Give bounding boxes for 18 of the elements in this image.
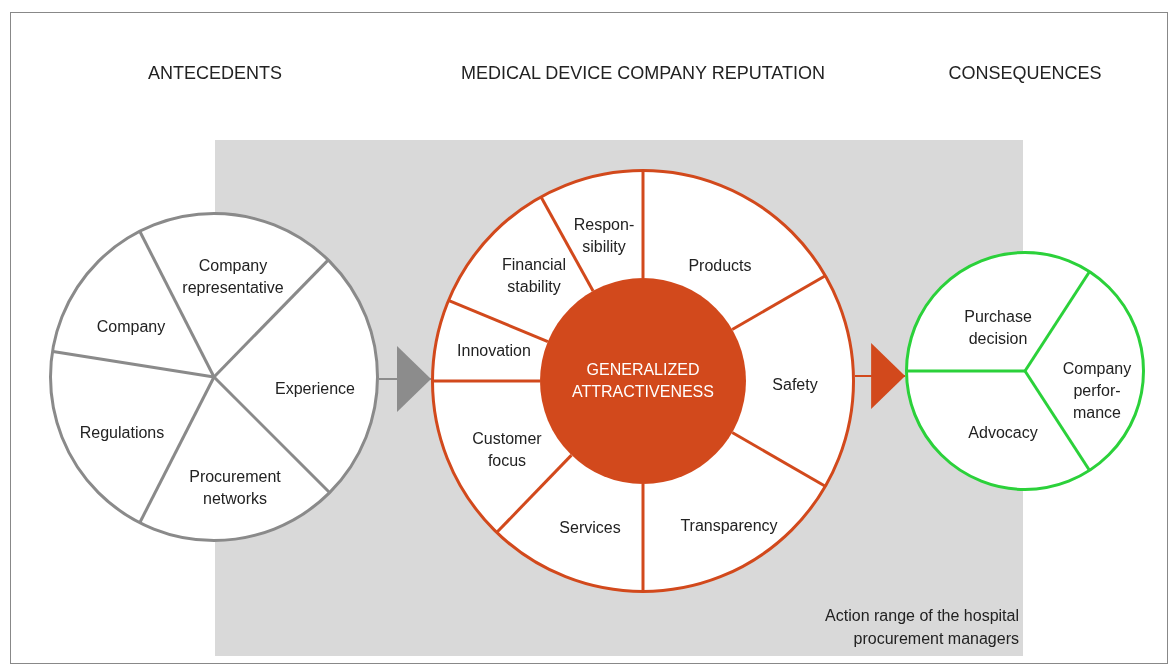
column-heading: MEDICAL DEVICE COMPANY REPUTATION [460, 63, 826, 84]
segment-label: Procurement networks [170, 466, 300, 510]
arrow [853, 343, 907, 409]
column-heading: ANTECEDENTS [148, 63, 282, 84]
segment-label: Advocacy [953, 422, 1053, 444]
segment-label: Experience [265, 378, 365, 400]
segment-label: Transparency [664, 515, 794, 537]
column-heading: CONSEQUENCES [948, 63, 1102, 84]
segment-label: Services [540, 517, 640, 539]
segment-label: Company [81, 316, 181, 338]
segment-label: Regulations [67, 422, 177, 444]
segment-label: Company perfor-mance [1057, 358, 1137, 424]
segment-label: Products [670, 255, 770, 277]
arrow [378, 346, 432, 412]
note-text: Action range of the hospital procurement managers [824, 606, 1019, 649]
segment-label: Company representative [153, 255, 313, 299]
segment-label: Safety [755, 374, 835, 396]
segment-label: Purchase decision [948, 306, 1048, 350]
